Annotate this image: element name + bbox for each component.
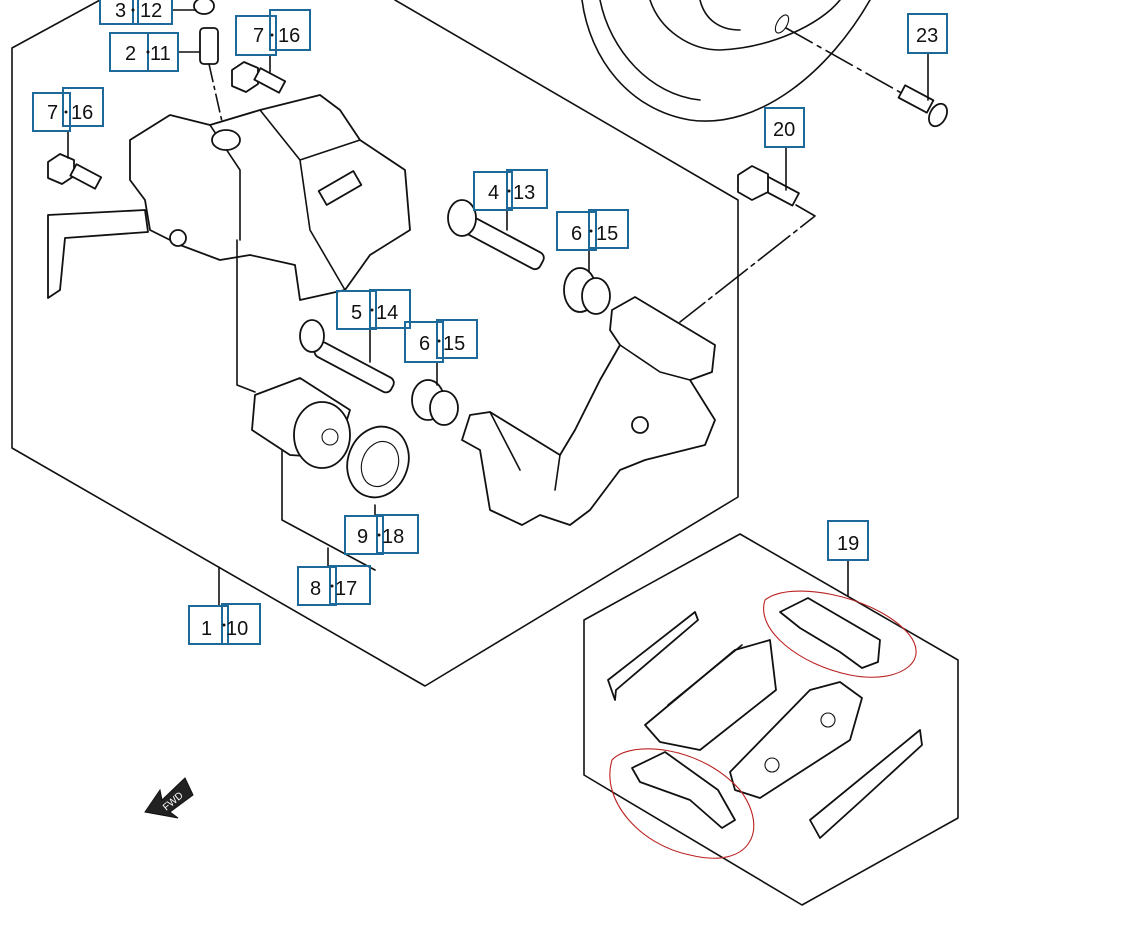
pad-kit-outline — [583, 533, 959, 906]
caliper-assembly-outline — [11, 0, 739, 687]
piston-seal — [346, 425, 410, 499]
callout-6-15-upper[interactable]: 6 15 — [556, 209, 629, 251]
brake-rotor — [581, 0, 871, 122]
callout-20[interactable]: 20 — [764, 107, 805, 148]
caliper-bolt-top — [231, 61, 287, 94]
callout-part-a: 20 — [773, 119, 795, 141]
callout-part-a: 7 — [253, 25, 264, 47]
callout-part-a: 23 — [916, 25, 938, 47]
callout-2-11[interactable]: 2 11 — [109, 32, 179, 72]
callout-part-a: 9 — [357, 526, 368, 548]
callout-part-b: 15 — [443, 333, 465, 355]
caliper-bolt-left — [47, 153, 103, 190]
callout-3-12[interactable]: 3 12 — [99, 0, 173, 25]
callout-part-a: 19 — [837, 533, 859, 555]
guide-pin-lower — [299, 319, 395, 394]
fwd-arrow-icon: FWD — [144, 777, 194, 819]
callout-part-a: 7 — [47, 102, 58, 124]
callout-part-b: 16 — [71, 102, 93, 124]
caliper-body — [47, 94, 411, 301]
brake-pad-rear — [729, 681, 863, 799]
callout-part-a: 3 — [115, 0, 126, 22]
callout-part-a: 1 — [201, 618, 212, 640]
callout-dots — [64, 8, 593, 627]
rotor-screw — [785, 27, 948, 128]
pad-shim — [607, 611, 923, 839]
bleeder-screw — [193, 0, 226, 136]
leader-lines — [67, 9, 929, 607]
callout-part-a: 5 — [351, 302, 362, 324]
highlight-ellipse-lower — [609, 748, 755, 859]
highlight-ellipse-upper — [763, 590, 917, 678]
caliper-bracket — [461, 296, 716, 526]
callout-19[interactable]: 19 — [827, 520, 869, 561]
pin-boot-upper — [563, 267, 611, 315]
callout-1-10[interactable]: 1 10 — [188, 603, 261, 645]
callout-23[interactable]: 23 — [907, 13, 948, 54]
callout-9-18[interactable]: 9 18 — [344, 514, 419, 555]
callout-7-16-left[interactable]: 7 16 — [32, 87, 104, 132]
callout-4-13[interactable]: 4 13 — [473, 169, 548, 211]
callout-part-b: 11 — [150, 43, 171, 65]
callout-part-b: 13 — [513, 182, 535, 204]
pad-clips — [631, 597, 881, 829]
bracket-bolt — [679, 165, 816, 323]
callout-part-a: 6 — [571, 223, 582, 245]
guide-pin-upper — [447, 199, 545, 271]
callout-7-16-top[interactable]: 7 16 — [235, 9, 311, 56]
piston — [251, 377, 351, 469]
callout-6-15-lower[interactable]: 6 15 — [404, 319, 478, 363]
callout-part-b: 18 — [382, 526, 404, 548]
callout-5-14[interactable]: 5 14 — [336, 289, 411, 330]
pin-boot-lower — [411, 379, 459, 426]
callout-part-b: 12 — [140, 0, 162, 22]
brake-pad-front — [644, 639, 777, 751]
callout-part-b: 15 — [596, 223, 618, 245]
callout-part-b: 10 — [226, 618, 248, 640]
callout-8-17[interactable]: 8 17 — [297, 565, 371, 606]
callout-part-a: 4 — [488, 182, 499, 204]
callout-part-b: 17 — [335, 578, 357, 600]
callout-part-a: 2 — [125, 43, 136, 65]
callout-part-a: 8 — [310, 578, 321, 600]
callout-part-b: 14 — [376, 302, 398, 324]
callout-part-b: 16 — [278, 25, 300, 47]
callout-part-a: 6 — [419, 333, 430, 355]
